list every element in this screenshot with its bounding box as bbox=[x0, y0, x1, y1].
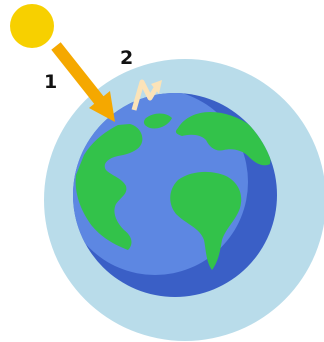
sun-icon bbox=[10, 4, 54, 48]
label-reflected-radiation: 2 bbox=[120, 47, 133, 69]
label-incoming-radiation: 1 bbox=[44, 71, 57, 93]
